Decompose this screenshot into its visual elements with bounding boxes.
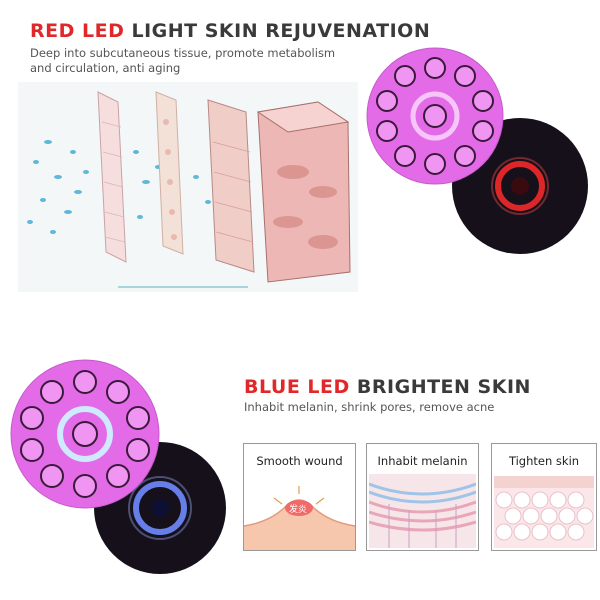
red-subtitle-line2: and circulation, anti aging — [30, 61, 181, 75]
blue-section-title: BLUE LED BRIGHTEN SKIN — [244, 376, 531, 398]
panel-inhabit-melanin: Inhabit melanin — [366, 443, 479, 551]
red-subtitle-line1: Deep into subcutaneous tissue, promote m… — [30, 46, 336, 60]
panel-label: Tighten skin — [508, 454, 580, 468]
wound-skin-icon — [244, 486, 355, 550]
panel-tighten-skin: Tighten skin — [491, 443, 597, 551]
droplets-group — [27, 140, 211, 234]
red-section-subtitle: Deep into subcutaneous tissue, promote m… — [30, 46, 360, 76]
inflammation-label: 发炎 — [289, 505, 308, 515]
blue-section-subtitle: Inhabit melanin, shrink pores, remove ac… — [244, 400, 495, 414]
red-led-device-icon — [366, 47, 588, 254]
panel-smooth-wound: Smooth wound 发炎 — [243, 443, 356, 551]
red-section-title: RED LED LIGHT SKIN REJUVENATION — [30, 20, 430, 42]
red-title-highlight: RED LED — [30, 20, 125, 42]
skin-cells-icon — [494, 476, 594, 548]
melanin-layers-icon — [369, 474, 476, 548]
blue-title-rest: BRIGHTEN SKIN — [356, 376, 531, 398]
skin-layers-illustration — [18, 82, 358, 292]
blue-title-highlight: BLUE LED — [244, 376, 350, 398]
panel-label: Smooth wound — [256, 454, 343, 468]
red-title-rest: LIGHT SKIN REJUVENATION — [131, 20, 431, 42]
blue-led-device-icon — [10, 359, 226, 574]
panel-label: Inhabit melanin — [377, 454, 468, 468]
